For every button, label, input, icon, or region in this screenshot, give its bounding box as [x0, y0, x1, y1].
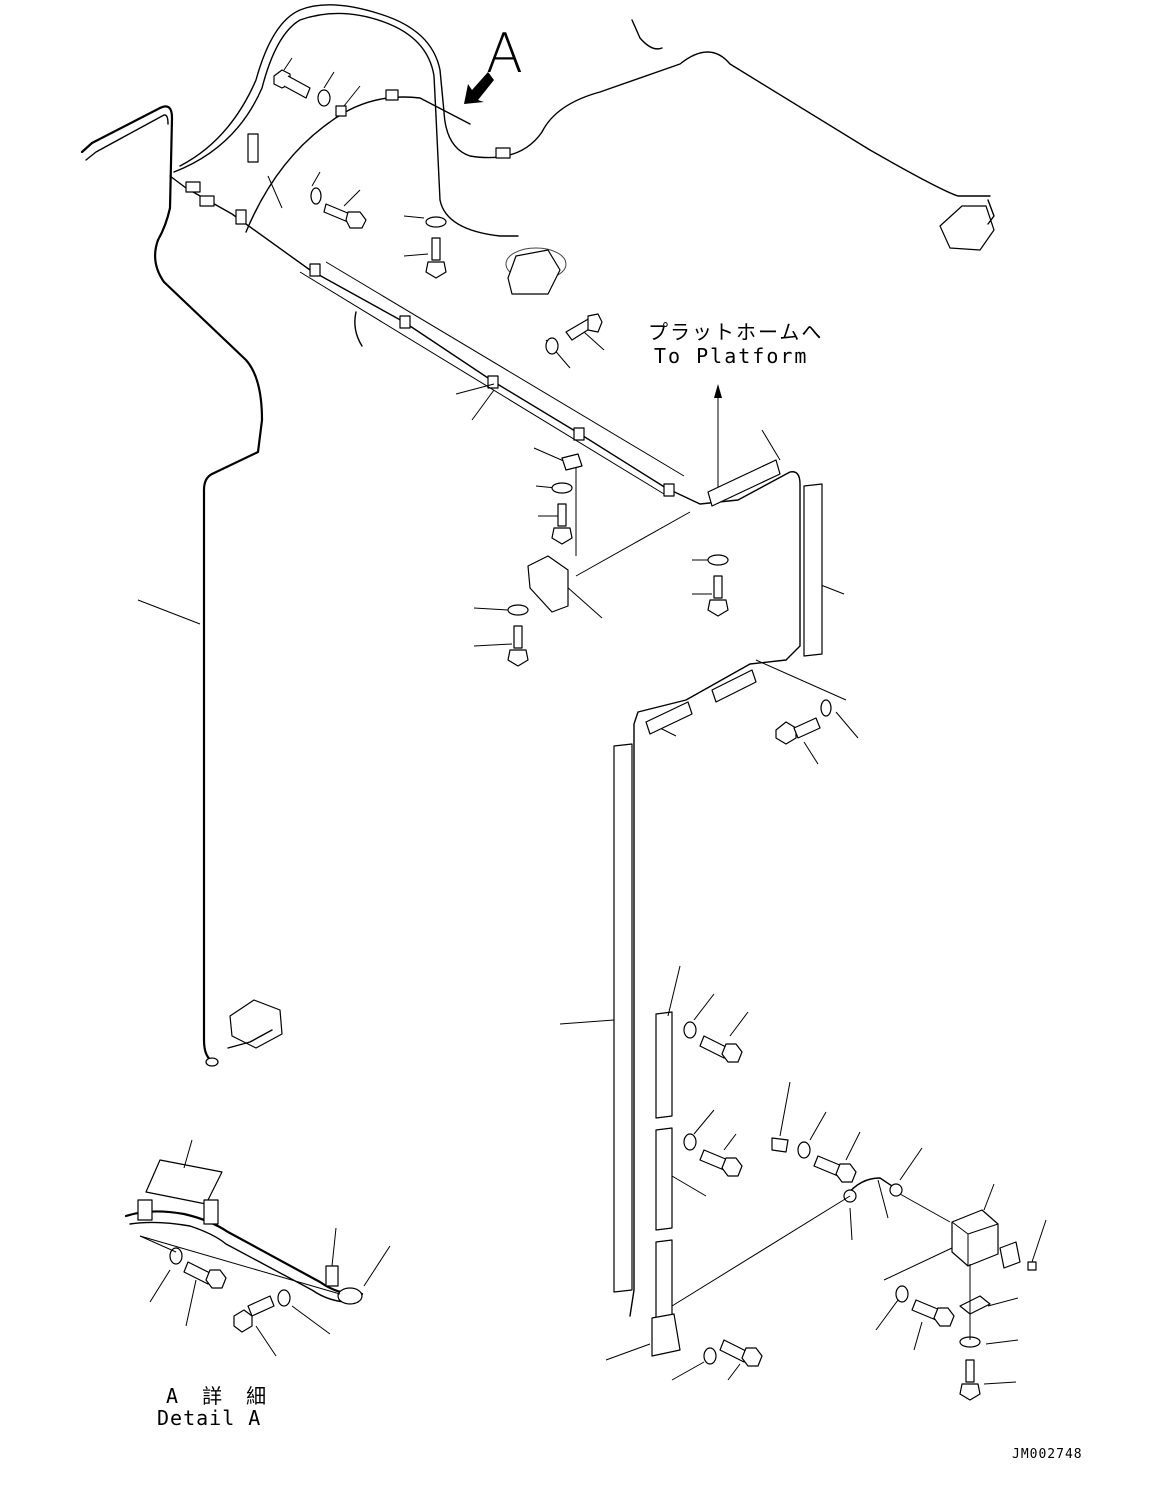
detail-label-jp: A 詳 細 [166, 1384, 273, 1408]
view-direction-arrow-icon [464, 72, 494, 104]
up-arrow-icon [714, 384, 722, 504]
platform-label-en: To Platform [654, 344, 809, 368]
bolts-upper [273, 69, 832, 745]
harness-clips [185, 89, 675, 497]
cover-plates [613, 459, 823, 1357]
detail-label-en: Detail A [157, 1406, 262, 1430]
platform-label-jp: プラットホームへ [648, 320, 824, 344]
leader-lines-upper [137, 57, 859, 765]
detail-a-drawing [124, 1139, 391, 1357]
left-harness [80, 105, 801, 1317]
bolts-lower [683, 1021, 1037, 1401]
view-label-a: A [486, 22, 523, 85]
upper-harness [173, 4, 995, 295]
drawing-number: JM002748 [1012, 1447, 1083, 1462]
leader-lines-lower [559, 965, 1047, 1385]
lower-left-lamp [205, 999, 283, 1067]
